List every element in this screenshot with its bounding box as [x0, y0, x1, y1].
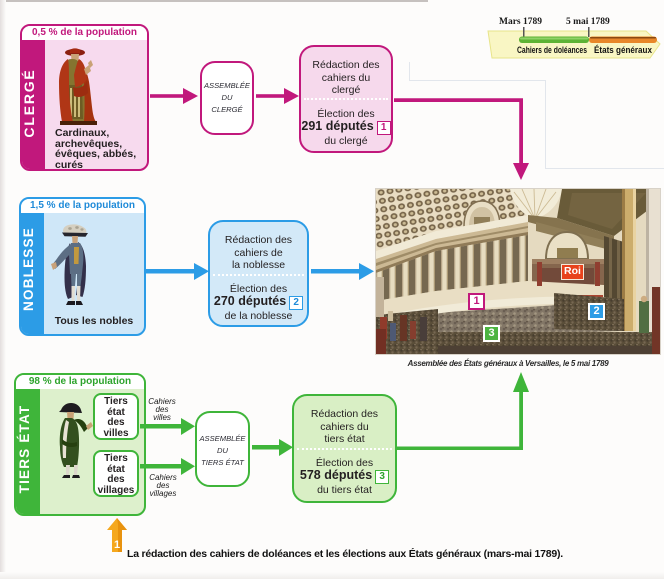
svg-text:NOBLESSE: NOBLESSE [21, 227, 36, 311]
svg-text:1: 1 [114, 539, 120, 551]
svg-text:CLERGÉ: CLERGÉ [21, 68, 37, 137]
svg-text:Cahiers de doléances: Cahiers de doléances [517, 45, 587, 55]
svg-text:TIERS ÉTAT: TIERS ÉTAT [17, 405, 32, 494]
svg-text:États généraux: États généraux [594, 45, 652, 55]
